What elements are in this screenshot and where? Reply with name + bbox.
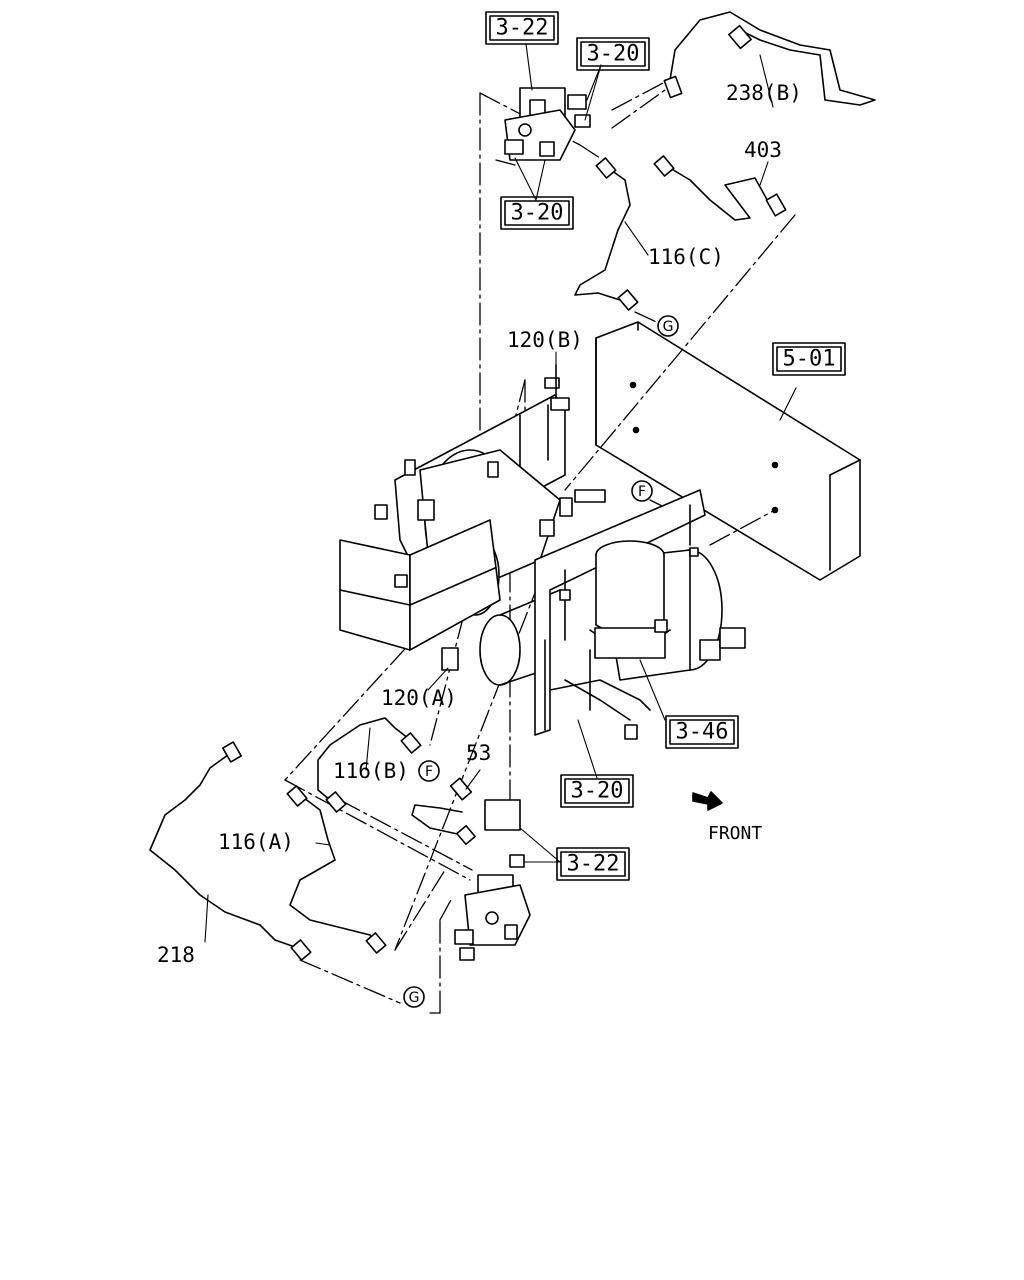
svg-text:G: G [663,319,674,335]
ref-box-3-20-top-right[interactable]: 3-20 [576,37,650,71]
air-tank-assembly [339,394,746,740]
svg-text:3-20: 3-20 [571,779,624,804]
connector-g-bottom: G [403,986,425,1008]
part-label-53: 53 [466,741,491,765]
part-label-403: 403 [744,138,782,162]
upper-valve [504,87,591,161]
ref-box-3-20-top-below[interactable]: 3-20 [500,196,574,230]
front-label: FRONT [708,823,762,844]
svg-text:3-20: 3-20 [511,201,564,226]
svg-text:F: F [425,764,433,780]
lower-valve [454,799,531,961]
ref-box-3-22-bottom[interactable]: 3-22 [556,847,630,881]
svg-text:G: G [409,990,420,1006]
connector-f-upper: F [631,480,653,502]
part-label-116c: 116(C) [648,245,724,269]
ref-box-5-01[interactable]: 5-01 [772,342,846,376]
connector-g-top: G [657,315,679,337]
svg-text:F: F [638,484,646,500]
connector-f-lower: F [418,760,440,782]
svg-text:3-22: 3-22 [496,16,549,41]
frame-rail [595,321,861,581]
part-label-116b: 116(B) [333,759,409,783]
ref-box-3-22-top[interactable]: 3-22 [485,11,559,45]
part-label-218: 218 [157,943,195,967]
svg-text:5-01: 5-01 [783,347,836,372]
svg-text:3-46: 3-46 [676,720,729,745]
part-label-120a: 120(A) [381,686,457,710]
part-label-238b: 238(B) [726,81,802,105]
ref-box-3-20-mid[interactable]: 3-20 [560,774,634,808]
svg-text:3-20: 3-20 [587,42,640,67]
pipes [149,11,876,961]
svg-text:3-22: 3-22 [567,852,620,877]
label-leaders [204,43,797,943]
front-arrow-icon [692,791,723,811]
part-label-116a: 116(A) [218,830,294,854]
ref-box-3-46[interactable]: 3-46 [665,715,739,749]
part-label-120b: 120(B) [507,328,583,352]
